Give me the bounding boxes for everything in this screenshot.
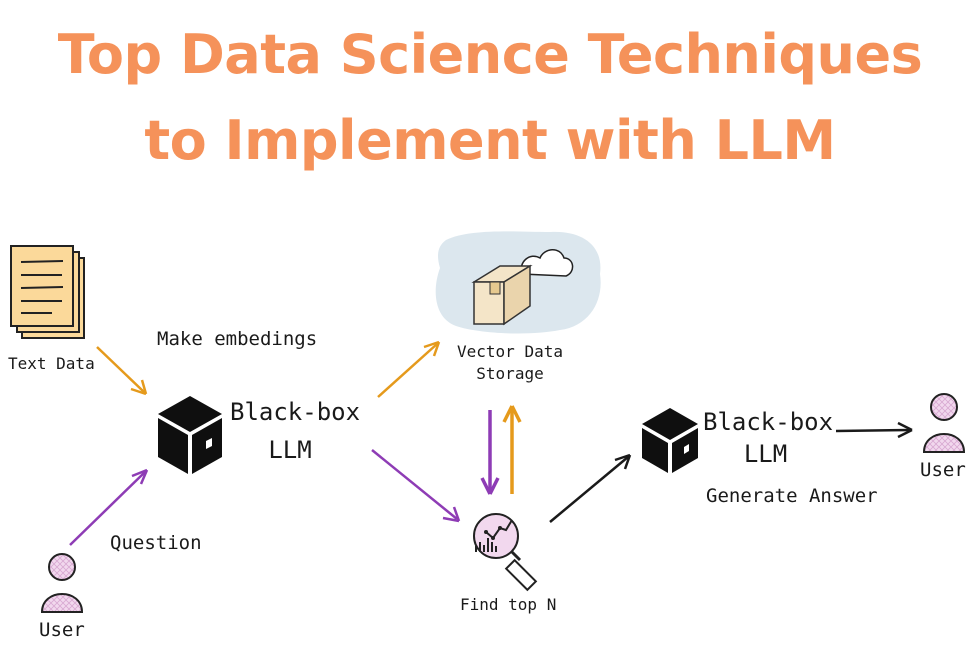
vector-storage-label-line-1: Vector Data — [457, 342, 563, 361]
user-icon-2 — [922, 393, 966, 453]
find-top-n-label: Find top N — [460, 595, 557, 614]
documents-icon — [10, 245, 85, 339]
answer-arrow-2 — [835, 421, 913, 439]
query-arrow — [371, 449, 461, 523]
package-box-icon — [471, 264, 533, 326]
answer-arrow-1 — [549, 453, 632, 523]
llm-1-label-line-2: LLM — [268, 436, 312, 464]
llm-2-label-line-1: Black-box — [703, 408, 834, 436]
cube-icon — [158, 396, 222, 474]
make-embeddings-label: Make embedings — [157, 328, 318, 350]
search-arrow-down — [480, 410, 500, 495]
question-arrow — [69, 468, 149, 546]
llm-2-label-line-2: LLM — [743, 440, 788, 468]
result-arrow-up — [502, 405, 522, 494]
title-line-1: Top Data Science Techniques — [57, 23, 923, 86]
cube-icon-2 — [642, 408, 698, 473]
vector-storage-label-line-2: Storage — [476, 364, 544, 383]
title-line-2: to Implement with LLM — [144, 109, 836, 172]
embed-arrow-2 — [377, 340, 441, 398]
user-left-label: User — [39, 619, 85, 641]
user-right-label: User — [920, 459, 966, 481]
user-icon — [40, 553, 84, 613]
embed-arrow-1 — [96, 346, 148, 396]
llm-1-label-line-1: Black-box — [230, 398, 361, 426]
magnifier-chart-icon — [473, 513, 538, 592]
generate-answer-label: Generate Answer — [706, 485, 878, 507]
question-label: Question — [110, 532, 202, 554]
text-data-label: Text Data — [8, 354, 95, 373]
